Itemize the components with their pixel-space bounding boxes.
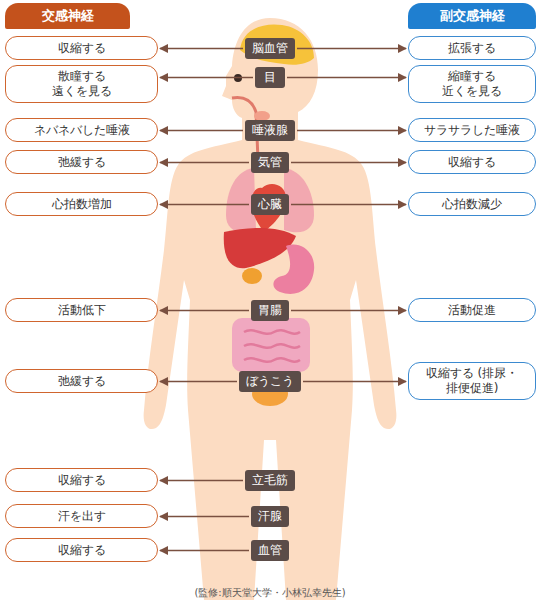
node-text: 脳血管 [252,41,288,56]
node-text: 心拍数減少 [442,197,502,212]
node-text: 立毛筋 [252,473,288,488]
node-text: 収縮する (排尿・排便促進) [417,366,527,396]
node-text: 汗を出す [58,509,106,524]
node-text: 活動促進 [448,303,496,318]
node-text: 縮瞳する 近くを見る [432,69,512,99]
parasympathetic-effect-box: 心拍数減少 [408,192,536,216]
arrow-connector [160,162,249,163]
arrow-connector [160,48,243,49]
arrow-connector [287,77,406,78]
parasympathetic-effect-box: サラサラした唾液 [408,118,536,142]
parasympathetic-effect-box: 収縮する (排尿・排便促進) [408,362,536,400]
large-intestine [232,318,310,372]
organ-label-box: 血管 [251,540,289,561]
organ-label-box: 脳血管 [245,38,295,59]
small-intestine [244,330,300,361]
node-text: 拡張する [448,41,496,56]
parasympathetic-effect-box: 拡張する [408,36,536,60]
node-text: 交感神経 [42,8,94,24]
node-text: 汗腺 [258,509,282,524]
organ-label-box: 立毛筋 [245,470,295,491]
organ-label-box: 目 [255,67,285,88]
organ-label-box: 汗腺 [251,506,289,527]
arrow-connector [303,381,406,382]
node-text: 弛緩する [58,155,106,170]
gallbladder [242,268,262,284]
arrow-connector [291,310,406,311]
parasympathetic-effect-box: 活動促進 [408,298,536,322]
arrow-connector [160,204,249,205]
node-text: 弛緩する [58,374,106,389]
arrow-connector [160,130,243,131]
sympathetic-effect-box: 収縮する [5,36,158,60]
sympathetic-effect-box: 収縮する [5,538,158,562]
arrow-connector [297,130,406,131]
node-text: サラサラした唾液 [424,123,520,138]
parasympathetic-effect-box: 収縮する [408,150,536,174]
arrow-connector [160,310,249,311]
arrow-connector [160,550,249,551]
parasympathetic-header: 副交感神経 [408,3,536,29]
arrow-connector [291,204,406,205]
arrow-connector [297,48,406,49]
sympathetic-effect-box: 収縮する [5,468,158,492]
sympathetic-effect-box: 活動低下 [5,298,158,322]
node-text: 唾液腺 [252,123,288,138]
node-text: 心拍数増加 [52,197,112,212]
node-text: 散瞳する 遠くを見る [42,69,122,99]
arrow-connector [291,162,406,163]
node-text: 副交感神経 [440,8,505,24]
sympathetic-effect-box: 弛緩する [5,369,158,393]
node-text: 活動低下 [58,303,106,318]
caption: (監修:順天堂大学・小林弘幸先生) [0,586,540,600]
sympathetic-effect-box: 弛緩する [5,150,158,174]
arrow-connector [160,381,237,382]
organ-label-box: 気管 [251,152,289,173]
sympathetic-effect-box: 汗を出す [5,504,158,528]
node-text: 収縮する [58,41,106,56]
parasympathetic-effect-box: 縮瞳する 近くを見る [408,65,536,103]
body-silhouette [144,18,397,600]
node-text: ネバネバした唾液 [34,123,130,138]
liver [224,228,296,268]
sympathetic-header: 交感神経 [5,3,130,29]
arrow-connector [160,480,243,481]
node-text: 収縮する [448,155,496,170]
brain [240,24,314,64]
node-text: 収縮する [58,543,106,558]
node-text: 血管 [258,543,282,558]
organ-label-box: 胃腸 [251,300,289,321]
sympathetic-effect-box: 散瞳する 遠くを見る [5,65,158,103]
stomach [273,244,314,294]
node-text: ぼうこう [246,374,294,389]
node-text: 心臓 [258,197,282,212]
organ-label-box: ぼうこう [239,371,301,392]
arrow-connector [160,77,253,78]
sympathetic-effect-box: ネバネバした唾液 [5,118,158,142]
node-text: 目 [264,70,276,85]
node-text: 胃腸 [258,303,282,318]
node-text: 収縮する [58,473,106,488]
node-text: 気管 [258,155,282,170]
organ-label-box: 心臓 [251,194,289,215]
organ-label-box: 唾液腺 [245,120,295,141]
arrow-connector [160,516,249,517]
sympathetic-effect-box: 心拍数増加 [5,192,158,216]
